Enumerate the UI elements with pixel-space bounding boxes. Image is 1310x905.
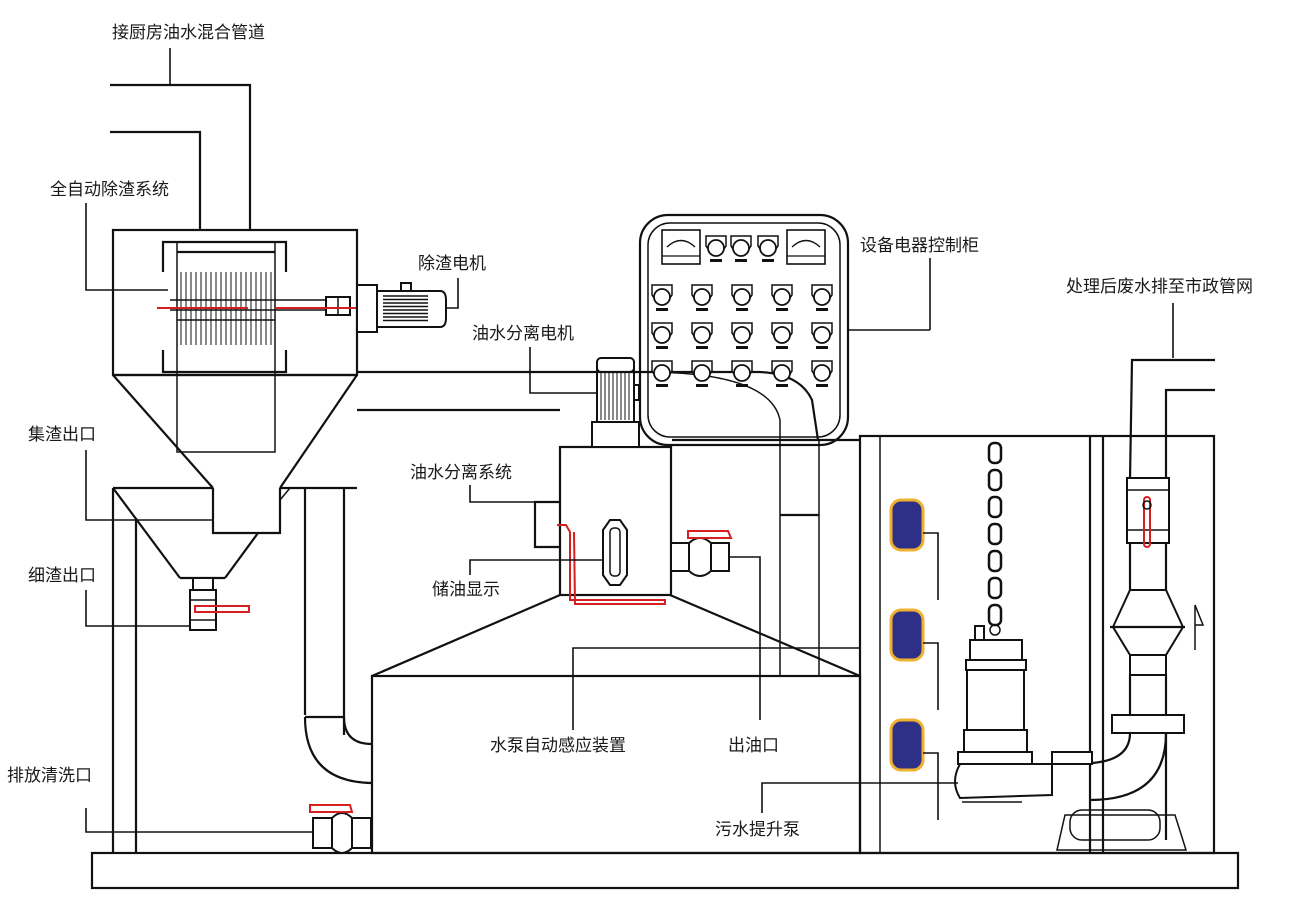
knob-face [733, 288, 751, 306]
label-auto-slag-system: 全自动除渣系统 [50, 180, 169, 200]
knob-face [707, 239, 725, 257]
inlet-pipe [110, 83, 252, 230]
label-discharge: 处理后废水排至市政管网 [1066, 277, 1253, 297]
knob-face [693, 288, 711, 306]
knob-tag [696, 346, 708, 349]
cabinet-switches [651, 284, 833, 387]
knob-tag [710, 259, 722, 262]
knob-face [813, 288, 831, 306]
float-switch-icon [889, 608, 925, 662]
meter-arc [666, 239, 696, 248]
knob-face [773, 288, 791, 306]
knob-tag [656, 308, 668, 311]
fine-slag-valve [189, 577, 250, 631]
cabinet-gauges [661, 229, 826, 265]
drain-valve [309, 804, 372, 854]
knob-face [733, 364, 751, 382]
knob-face [813, 326, 831, 344]
oil-outlet-valve [670, 530, 761, 720]
float-switch-icon [889, 718, 925, 772]
float-wire [923, 752, 939, 820]
meter-icon [661, 229, 701, 265]
label-control-cabinet: 设备电器控制柜 [860, 236, 979, 256]
knob-tag [696, 384, 708, 387]
chain-link [987, 603, 1003, 627]
lift-chain [987, 441, 1003, 627]
leader-lines [85, 48, 1174, 833]
knob-tag [816, 346, 828, 349]
knob-tag [696, 308, 708, 311]
knob-face [773, 326, 791, 344]
knob-tag [736, 384, 748, 387]
knob-tag [762, 259, 774, 262]
knob-face [813, 364, 831, 382]
knob-tag [736, 308, 748, 311]
knob-tag [776, 346, 788, 349]
label-separation-motor: 油水分离电机 [472, 324, 574, 344]
submersible-pump [954, 624, 1053, 803]
knob-tag [735, 259, 747, 262]
label-slag-collect-outlet: 集渣出口 [28, 425, 96, 445]
knob-tag [656, 384, 668, 387]
float-switch-icon [889, 498, 925, 552]
knob-face [732, 239, 750, 257]
knob-face [759, 239, 777, 257]
label-sewage-pump: 污水提升泵 [715, 820, 800, 840]
meter-icon [786, 229, 826, 265]
label-pump-sensor: 水泵自动感应装置 [490, 736, 626, 756]
chain-link [987, 441, 1003, 465]
chain-link [987, 495, 1003, 519]
slag-removal-housing [111, 228, 359, 453]
label-oil-display: 储油显示 [432, 580, 500, 600]
drive-shaft [157, 296, 365, 316]
knob-tag [816, 308, 828, 311]
knob-face [653, 326, 671, 344]
knob-tag [776, 384, 788, 387]
main-tank [370, 593, 862, 855]
label-separation-system: 油水分离系统 [410, 463, 512, 483]
label-inlet-pipe: 接厨房油水混合管道 [112, 23, 265, 43]
oil-sight-glass [602, 519, 628, 586]
motor-cap [596, 357, 635, 373]
chain-link [987, 549, 1003, 573]
knob-face [693, 326, 711, 344]
oil-pipe [557, 524, 666, 605]
elbow-pipe [303, 715, 373, 785]
chain-link [987, 576, 1003, 600]
float-switches [889, 498, 939, 820]
discharge-pipe [1051, 358, 1215, 851]
label-fine-slag-outlet: 细渣出口 [28, 566, 96, 586]
base-platform [90, 851, 1240, 890]
float-wire [923, 642, 939, 710]
knob-face [653, 364, 671, 382]
knob-face [653, 288, 671, 306]
knob-face [693, 364, 711, 382]
label-drain-clean-outlet: 排放清洗口 [7, 766, 92, 786]
label-oil-outlet: 出油口 [728, 736, 779, 756]
knob-tag [816, 384, 828, 387]
knob-face [773, 364, 791, 382]
slag-motor [356, 278, 459, 333]
frame-legs [111, 488, 346, 853]
knob-tag [736, 346, 748, 349]
chain-link [987, 468, 1003, 492]
slag-hopper [112, 373, 560, 580]
knob-tag [776, 308, 788, 311]
control-cabinet [638, 213, 931, 447]
label-slag-motor: 除渣电机 [418, 254, 486, 274]
meter-arc [791, 239, 821, 248]
chain-link [987, 522, 1003, 546]
knob-face [733, 326, 751, 344]
knob-tag [656, 346, 668, 349]
pump-pit [858, 434, 1216, 855]
float-wire [923, 532, 939, 600]
